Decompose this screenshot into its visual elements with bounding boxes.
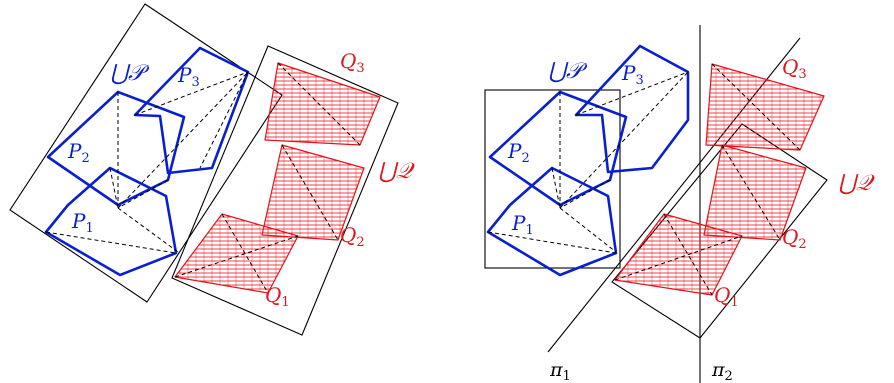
left-q1-label: Q1 (265, 283, 290, 310)
right-p1-label: P1 (511, 211, 534, 238)
right-q1-label: Q1 (714, 283, 739, 310)
left-panel: ⋃𝒫 ⋃𝒬 P3 P2 P1 Q3 Q2 Q1 (9, 3, 415, 336)
right-p3-polygon (574, 44, 690, 174)
left-hull-q (171, 45, 399, 336)
left-p2-polygon (46, 90, 186, 207)
pi1-label: π1 (549, 359, 571, 383)
left-q2-label: Q2 (340, 223, 365, 250)
left-p1-label: P1 (71, 209, 94, 236)
left-p3-label: P3 (177, 63, 200, 90)
right-panel: ⋃𝒫 ⋃𝒬 P3 P2 P1 Q3 Q2 Q1 π1 π2 (484, 25, 875, 383)
right-q2-polygon (703, 144, 807, 241)
left-union-q-label: ⋃𝒬 (378, 159, 415, 184)
right-union-p-label: ⋃𝒫 (548, 59, 588, 84)
left-q3-label: Q3 (340, 49, 365, 76)
right-p3-label: P3 (621, 61, 644, 88)
right-p2-label: P2 (507, 139, 530, 166)
right-q3-label: Q3 (782, 55, 807, 82)
right-hull-p (484, 89, 621, 269)
right-union-q-label: ⋃𝒬 (838, 171, 875, 196)
pi2-label: π2 (711, 359, 733, 383)
left-p3-polygon (133, 46, 250, 175)
left-q2-polygon (261, 144, 365, 241)
left-p1-polygon (44, 166, 178, 277)
right-p2-polygon (488, 90, 628, 207)
right-p1-polygon (486, 166, 618, 277)
left-hull-p (9, 3, 283, 303)
right-q3-polygon (705, 63, 825, 151)
left-union-p-label: ⋃𝒫 (110, 61, 150, 86)
left-p2-label: P2 (67, 139, 90, 166)
right-q2-label: Q2 (782, 225, 807, 252)
